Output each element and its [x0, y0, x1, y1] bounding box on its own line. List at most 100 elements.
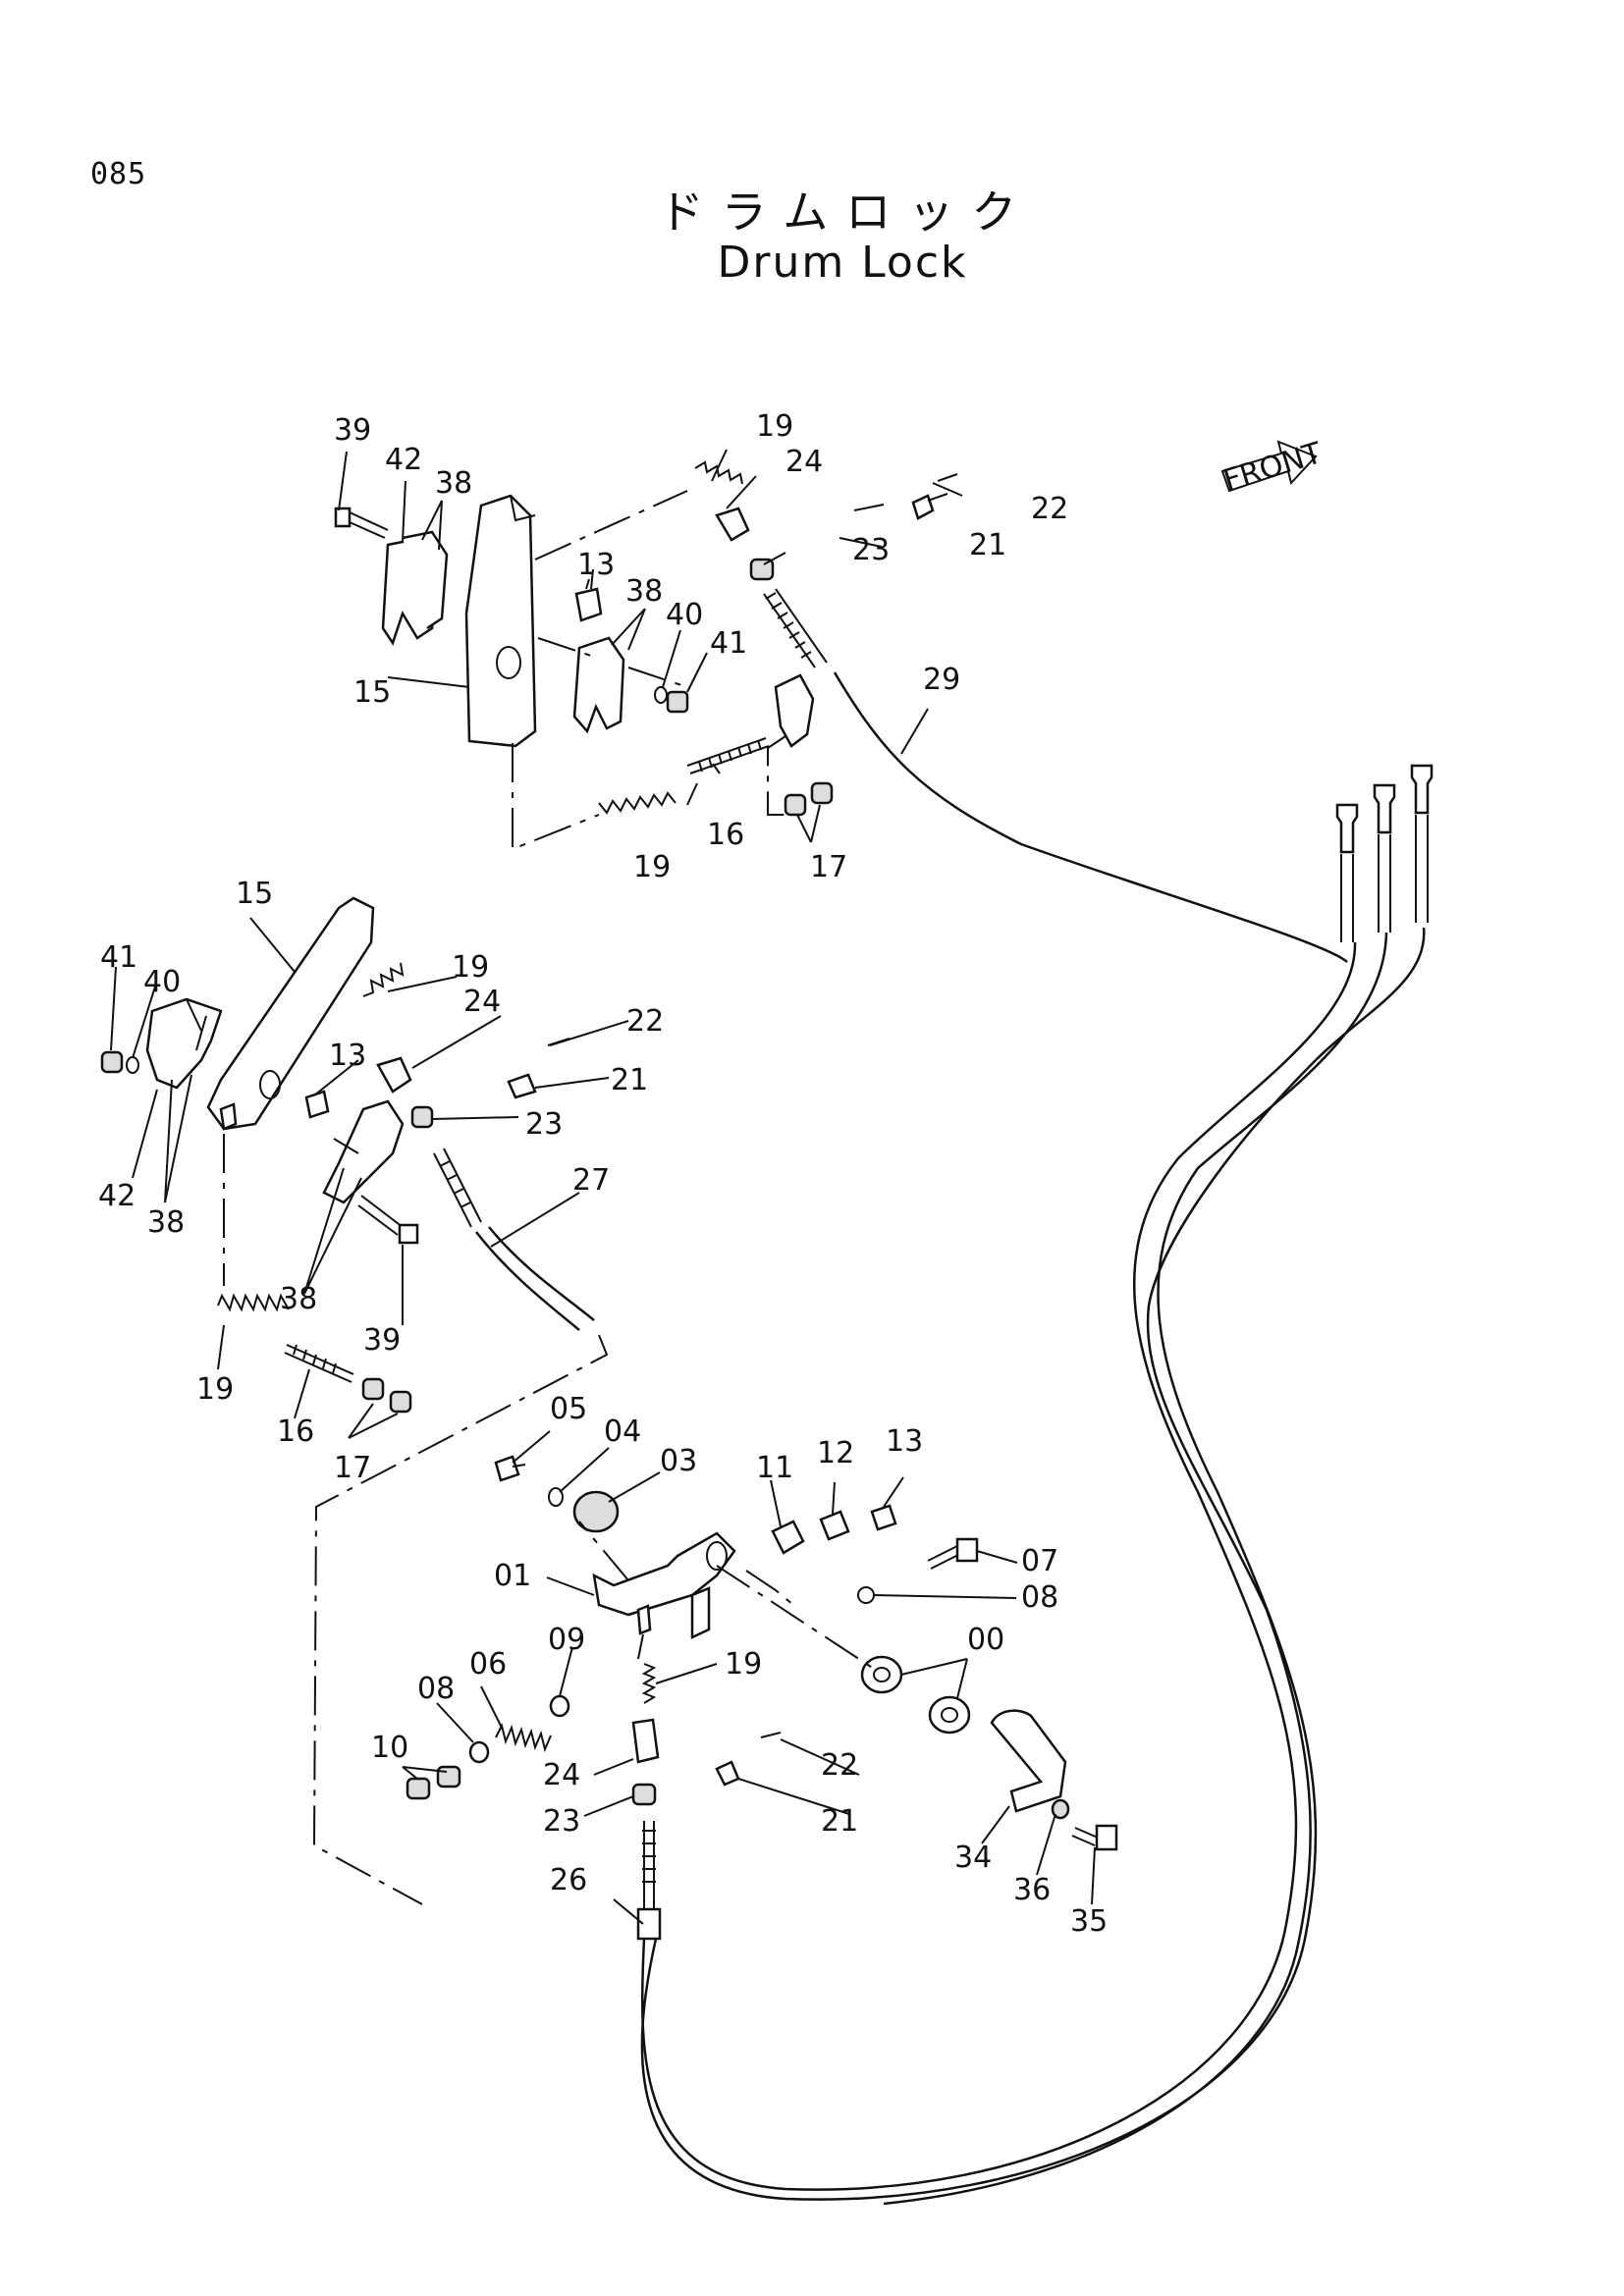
- cables: [640, 671, 1434, 2206]
- callout-23-lower: 23: [543, 1804, 580, 1839]
- nut-23-middle: [410, 1105, 434, 1129]
- callout-09: 09: [548, 1623, 585, 1657]
- spring-19-upper-bottom: [598, 791, 677, 815]
- washer-40-middle: [126, 1056, 139, 1074]
- clevis-24-lower: [631, 1718, 660, 1764]
- callout-23-upper: 23: [852, 533, 890, 567]
- front-arrow-badge: FRONT: [1219, 436, 1326, 499]
- page-number: 085: [90, 157, 147, 191]
- cotter-22-upper: [937, 473, 958, 482]
- bolt-35: [1071, 1827, 1099, 1846]
- cable-end-middle: [433, 1148, 482, 1228]
- cable-end-lower: [643, 1821, 655, 1909]
- nut-10a: [406, 1777, 431, 1800]
- callout-36: 36: [1013, 1873, 1051, 1907]
- front-label: FRONT: [1219, 436, 1326, 499]
- washer-09: [549, 1694, 570, 1718]
- bracket-upper-left-2: [402, 530, 449, 630]
- callout-17-upper: 17: [810, 850, 847, 884]
- callout-26: 26: [550, 1863, 587, 1897]
- callout-08-upper: 08: [1021, 1580, 1058, 1615]
- cable-outer-c: [883, 927, 1426, 2206]
- cable-27: [475, 1226, 595, 1331]
- bracket-upper-right: [572, 636, 625, 734]
- fitting-12: [819, 1510, 850, 1541]
- callout-40-middle: 40: [143, 965, 181, 999]
- pedal-lever-middle: [206, 896, 375, 1131]
- callout-39-upper: 39: [334, 413, 371, 448]
- callout-19-lower: 19: [725, 1647, 762, 1682]
- callout-19-upper-top: 19: [756, 409, 793, 444]
- callout-42-middle: 42: [98, 1179, 135, 1213]
- callout-12: 12: [817, 1436, 854, 1470]
- callout-24-middle: 24: [463, 985, 501, 1019]
- washer-00-a: [860, 1655, 903, 1694]
- spring-06: [495, 1723, 552, 1753]
- spring-19-lower: [641, 1663, 657, 1704]
- callout-42-upper: 42: [385, 443, 422, 477]
- washer-08-upper: [857, 1586, 875, 1604]
- plate-03: [572, 1490, 620, 1533]
- callout-38-upper-a: 38: [435, 466, 472, 501]
- cotter-22-lower: [760, 1732, 782, 1738]
- nut-17b-middle: [389, 1390, 412, 1414]
- pin-21-upper: [911, 494, 935, 520]
- callout-19-middle-bottom: 19: [196, 1372, 234, 1407]
- bolt-39-upper: [334, 507, 389, 539]
- callout-41-middle: 41: [100, 940, 137, 975]
- nut-41-middle: [100, 1050, 124, 1074]
- middle-assembly: [100, 896, 629, 1439]
- bracket-middle-left: [145, 997, 223, 1090]
- callout-21-middle: 21: [611, 1063, 648, 1097]
- callout-22-middle: 22: [626, 1004, 664, 1039]
- washer-04: [548, 1487, 564, 1507]
- callout-24-upper: 24: [785, 445, 823, 479]
- callout-03: 03: [660, 1444, 697, 1478]
- cable-outer-a: [640, 941, 1357, 2191]
- callout-38-middle-b: 38: [280, 1282, 317, 1316]
- callout-10: 10: [371, 1731, 408, 1765]
- cable-end-upper: [763, 588, 828, 668]
- callout-21-upper: 21: [969, 528, 1006, 562]
- callout-07: 07: [1021, 1544, 1058, 1578]
- bolt-07: [927, 1545, 961, 1570]
- callout-38-middle-a: 38: [147, 1205, 185, 1240]
- nut-23-lower: [631, 1783, 657, 1806]
- callout-40-upper: 40: [666, 598, 703, 632]
- callout-22-upper: 22: [1031, 492, 1068, 526]
- callout-13-lower: 13: [886, 1424, 923, 1459]
- callout-06: 06: [469, 1647, 507, 1682]
- rod-16-upper: [686, 737, 770, 774]
- title-japanese: ドラムロック: [658, 186, 1035, 239]
- grease-fitting-13-middle: [304, 1090, 330, 1119]
- callout-15-upper: 15: [353, 675, 391, 710]
- spring-19-upper-top: [694, 460, 743, 485]
- nut-41-upper: [666, 690, 689, 714]
- callout-13-upper: 13: [577, 548, 615, 582]
- callout-19-upper-bottom: 19: [633, 850, 671, 884]
- upper-assembly: [334, 449, 963, 851]
- callout-39-middle: 39: [363, 1323, 401, 1358]
- callout-16-upper: 16: [707, 818, 744, 852]
- washer-08-lower: [468, 1740, 490, 1764]
- cable-terminals-right: [1335, 764, 1434, 942]
- pedal-lever-upper: [464, 494, 537, 748]
- callout-04: 04: [604, 1415, 641, 1449]
- cable-29: [833, 671, 1348, 963]
- callout-23-middle: 23: [525, 1107, 563, 1142]
- pin-21-middle: [507, 1073, 537, 1099]
- callout-34: 34: [954, 1841, 992, 1875]
- callout-22-lower: 22: [821, 1748, 858, 1783]
- callout-15-middle: 15: [236, 877, 273, 911]
- grease-fitting-13-upper: [574, 578, 603, 622]
- spring-19-middle-bottom: [217, 1293, 290, 1312]
- pin-21-lower: [715, 1760, 740, 1787]
- title-english: Drum Lock: [717, 238, 968, 288]
- callout-05: 05: [550, 1392, 587, 1426]
- cable-bracket-upper: [774, 673, 815, 748]
- nut-23-upper: [749, 558, 775, 581]
- fitting-13-lower: [870, 1504, 897, 1531]
- clevis-24-middle: [376, 1056, 412, 1094]
- callout-21-lower: 21: [821, 1804, 858, 1839]
